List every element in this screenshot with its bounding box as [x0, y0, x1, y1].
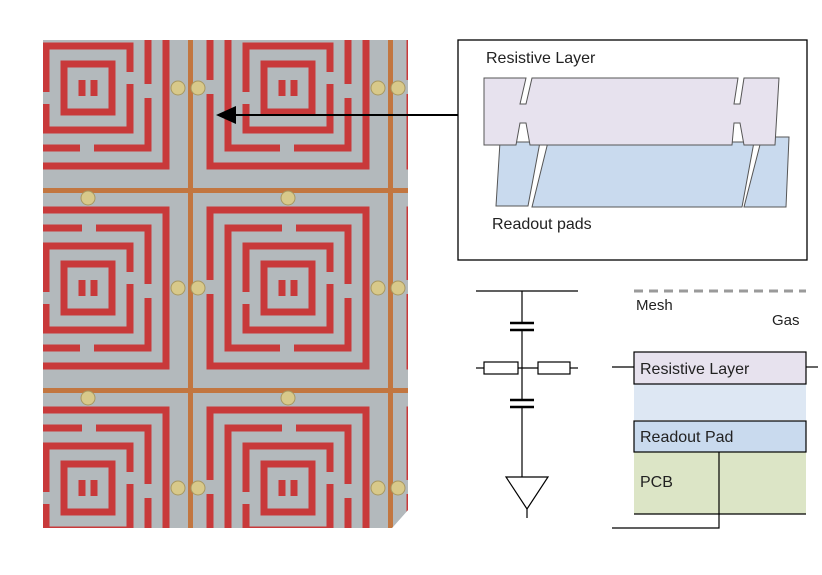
readout-pad-right — [743, 136, 790, 208]
stack-pcb-label: PCB — [640, 474, 673, 491]
gap-layer — [634, 384, 806, 420]
micrograph-photo — [43, 40, 408, 528]
resistor-right — [537, 361, 571, 375]
readout-pad-bar — [633, 420, 807, 453]
amplifier-triangle — [504, 476, 550, 511]
stack-pad-label: Readout Pad — [640, 429, 733, 446]
mesh-label: Mesh — [636, 297, 673, 314]
inset-resistive-label: Resistive Layer — [486, 50, 596, 67]
resistive-layer-shape — [483, 77, 780, 146]
equivalent-circuit — [476, 290, 578, 518]
stack-resistive-label: Resistive Layer — [640, 361, 750, 378]
readout-pad-center — [531, 141, 755, 208]
inset-box: Resistive Layer Readout pads — [457, 39, 808, 261]
pcb-layer — [634, 452, 806, 514]
layer-stack: Mesh Gas Resistive Layer Readout Pad PCB — [612, 289, 818, 529]
gas-label: Gas — [772, 312, 800, 329]
resistor-left — [483, 361, 519, 375]
resistive-layer-bar — [633, 351, 807, 385]
pointer-arrow — [216, 106, 458, 124]
readout-pad-left — [495, 141, 541, 207]
inset-readout-label: Readout pads — [492, 216, 592, 233]
